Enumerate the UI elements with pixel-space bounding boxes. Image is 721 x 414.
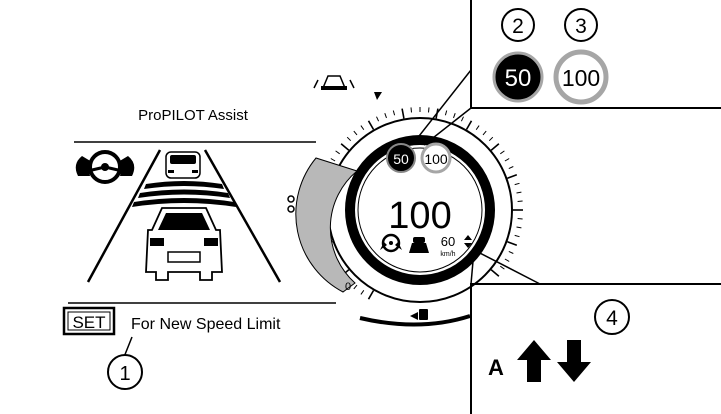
- gauge-tick: [475, 125, 480, 130]
- lane-lines: [86, 149, 282, 283]
- callout-1-leader: [123, 336, 133, 358]
- callout-4-circle: [594, 299, 630, 335]
- gauge-tick: [353, 284, 358, 290]
- current-speed: 100: [388, 195, 451, 237]
- indicator-dot: [287, 205, 295, 213]
- scale-zero: 0: [345, 281, 351, 293]
- arrow-indicator-small: [464, 235, 472, 248]
- callout-4-number: 4: [606, 307, 618, 330]
- gauge-tick: [516, 191, 522, 194]
- speed-sign-current-value: 50: [505, 65, 532, 92]
- gauge-tick: [514, 234, 520, 238]
- arrow-down-icon: [557, 340, 591, 382]
- gauge-tick: [516, 226, 522, 229]
- gauge-tick: [353, 130, 358, 136]
- callout-1-number: 1: [119, 363, 130, 385]
- gauge-tick: [488, 136, 494, 142]
- indicator-dot: [287, 195, 295, 203]
- arrow-up-icon: [517, 340, 551, 382]
- gauge-tick: [508, 166, 514, 170]
- callout-2-circle: [501, 8, 535, 42]
- gauge-tick: [444, 110, 448, 116]
- gauge-tick: [360, 290, 365, 295]
- gauge-tick: [517, 200, 523, 202]
- gauge-tick: [500, 265, 505, 270]
- own-car-icon: [145, 207, 223, 281]
- callout-panel-bottom: [470, 283, 721, 414]
- gauge-tick: [514, 182, 520, 186]
- gauge-tick: [360, 125, 365, 130]
- gauge-tick: [460, 116, 464, 122]
- set-label: SET: [72, 313, 105, 332]
- speed-unit: km/h: [440, 251, 455, 258]
- steering-icon-small: [380, 233, 402, 253]
- speed-sign-current: [492, 51, 544, 103]
- callout-4-leader: [473, 249, 541, 285]
- small-sign-50: [386, 143, 416, 173]
- callout-4-leader: [470, 249, 475, 285]
- set-message: For New Speed Limit: [131, 316, 281, 333]
- gauge-tick: [490, 269, 500, 277]
- speedometer: 0: [295, 92, 523, 327]
- gauge-tick: [335, 150, 340, 155]
- fuel-bar: [359, 314, 471, 327]
- callout-2-leader: [411, 69, 472, 146]
- gauge-tick: [465, 120, 473, 130]
- distance-bars: [132, 181, 236, 207]
- lead-vehicle-icon: [313, 75, 355, 90]
- gauge-tick: [367, 120, 375, 130]
- gauge-tick: [504, 258, 510, 262]
- gauge-tick: [330, 158, 336, 162]
- gauge-tick: [428, 107, 430, 113]
- callout-2-number: 2: [512, 15, 524, 38]
- system-label: ProPILOT Assist: [138, 107, 249, 124]
- speed-sign-next-value: 100: [562, 65, 600, 91]
- speed-fill-arc: [295, 157, 359, 293]
- gauge-tick: [508, 250, 514, 254]
- gauge-tick: [392, 110, 396, 116]
- small-sign-100: [420, 142, 452, 174]
- gauge-tick: [504, 158, 510, 162]
- gauge-tick: [376, 116, 380, 122]
- gauge-tick: [490, 143, 500, 151]
- gauge-tick: [453, 113, 456, 119]
- gauge-tick: [507, 174, 518, 179]
- fuel-icon: [410, 309, 428, 320]
- gauge-tick: [482, 130, 487, 136]
- gauge-tick: [384, 113, 387, 119]
- callout-1-circle: [107, 354, 143, 390]
- gauge-tick: [500, 150, 505, 155]
- steering-assist-icon: [75, 150, 135, 184]
- gauge-tick: [401, 108, 405, 119]
- small-sign-100-value: 100: [424, 151, 448, 167]
- gauge-tick: [340, 143, 350, 151]
- callout-2-leader: [423, 107, 472, 146]
- arrows-label: A: [488, 355, 504, 380]
- gauge-tick: [367, 290, 375, 300]
- gauge-tick: [346, 136, 352, 142]
- gauge-tick: [410, 107, 412, 113]
- callout-3-circle: [564, 8, 598, 42]
- set-speed: 60: [441, 234, 455, 249]
- lead-car-icon: [165, 151, 201, 179]
- car-icon-small: [409, 237, 429, 253]
- gauge-tick: [507, 241, 518, 246]
- callout-3-number: 3: [575, 15, 587, 38]
- set-speed-marker: [374, 92, 382, 100]
- gauge-tick: [517, 218, 523, 220]
- speed-sign-next: [553, 49, 609, 105]
- small-sign-50-value: 50: [393, 151, 409, 167]
